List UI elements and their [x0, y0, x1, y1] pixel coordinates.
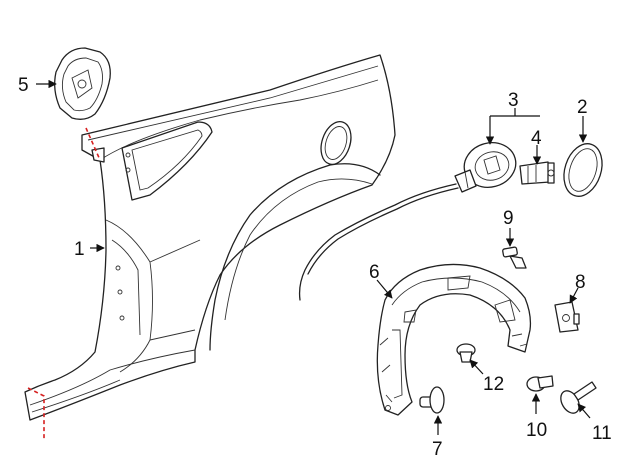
- clip-part-10: [526, 375, 554, 392]
- cut-line-upper: [85, 127, 101, 161]
- fender-liner-part: [376, 263, 532, 416]
- callout-12: 12: [483, 374, 504, 395]
- callout-6: 6: [369, 262, 380, 283]
- clip-part-9: [502, 246, 527, 269]
- fuel-door-part: [563, 143, 603, 197]
- callout-3: 3: [508, 90, 519, 111]
- callout-10: 10: [526, 420, 547, 441]
- callout-11: 11: [592, 423, 612, 444]
- callout-4: 4: [531, 128, 542, 149]
- leader-lines: [36, 79, 591, 435]
- callout-1: 1: [74, 239, 85, 260]
- quarter-panel-part: [24, 54, 396, 421]
- retainer-part-7: [419, 386, 445, 414]
- push-rivet-part-11: [560, 381, 597, 414]
- callout-8: 8: [575, 272, 586, 293]
- callout-2: 2: [577, 97, 588, 118]
- callout-5: 5: [18, 75, 29, 96]
- callout-7: 7: [432, 439, 443, 460]
- cut-line-lower: [27, 387, 45, 440]
- callout-9: 9: [503, 208, 514, 229]
- nut-part-8: [554, 301, 580, 333]
- fuel-door-assembly-part: [298, 142, 517, 301]
- lock-actuator-part: [519, 161, 555, 185]
- fuel-door-housing-part: [54, 47, 111, 120]
- push-pin-part-12: [456, 343, 476, 363]
